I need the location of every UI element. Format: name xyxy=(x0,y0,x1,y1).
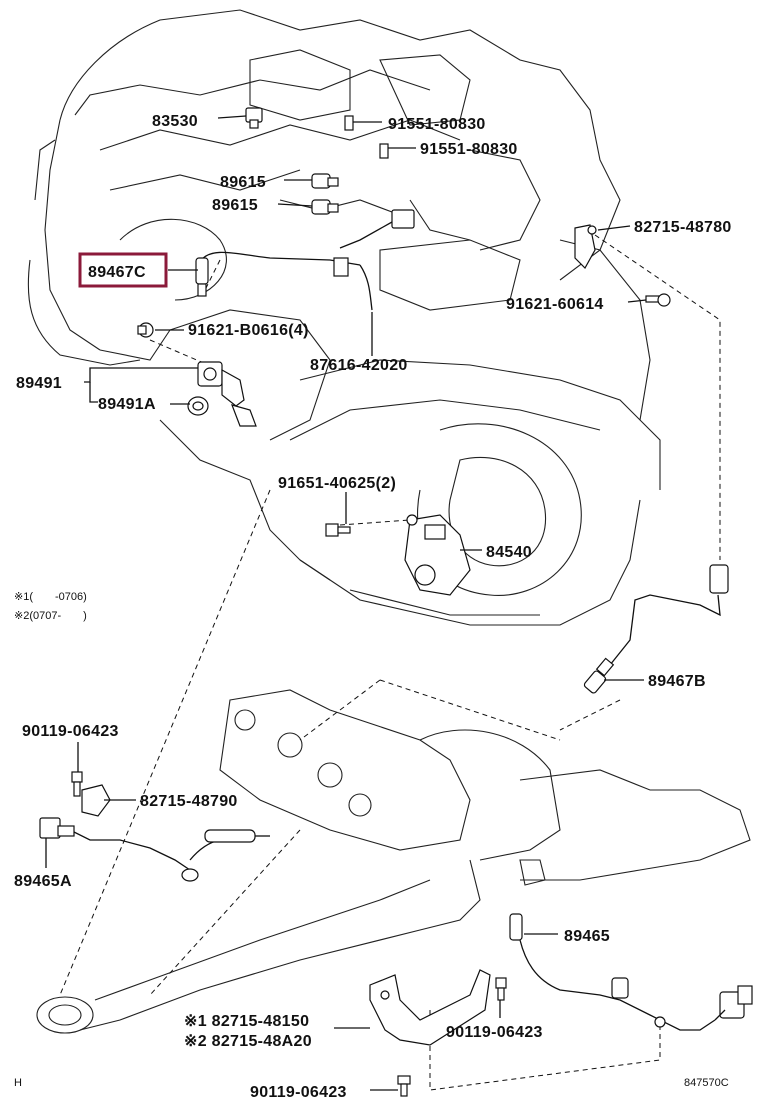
bracket-icon xyxy=(574,224,597,269)
oxygen-sensor-icon xyxy=(509,913,753,1031)
part-label-83530[interactable]: 83530 xyxy=(152,113,198,130)
part-label-91621-60614[interactable]: 91621-60614 xyxy=(506,296,604,313)
note-2: ※2(0707- ) xyxy=(14,610,87,622)
footer-left-mark: H xyxy=(14,1077,22,1089)
part-label-90119-06423-top[interactable]: 90119-06423 xyxy=(22,723,119,740)
dashed-leaders xyxy=(59,234,721,1091)
bolt-icon xyxy=(137,322,154,338)
part-labels: 83530 91551-80830 91551-80830 89615 8961… xyxy=(14,113,732,1101)
part-label-90119-06423-mid[interactable]: 90119-06423 xyxy=(446,1024,543,1041)
neutral-start-switch-icon xyxy=(404,514,471,596)
leader-lines xyxy=(45,115,647,1091)
notes: ※1( -0706) ※2(0707- ) xyxy=(14,591,87,622)
part-label-89615-a[interactable]: 89615 xyxy=(220,174,266,191)
oxygen-sensor-icon xyxy=(39,817,270,882)
highlight-box-89467C xyxy=(78,252,168,288)
part-label-82715-48790[interactable]: 82715-48790 xyxy=(140,793,238,810)
part-label-89465[interactable]: 89465 xyxy=(564,928,610,945)
part-label-84540[interactable]: 84540 xyxy=(486,544,532,561)
part-label-87616-42020[interactable]: 87616-42020 xyxy=(310,357,408,374)
part-label-91551-80830-b[interactable]: 91551-80830 xyxy=(420,141,518,158)
bolt-icon xyxy=(397,1075,411,1097)
exhaust-manifold-drawing xyxy=(36,689,751,1034)
part-label-91621-B0616[interactable]: 91621-B0616(4) xyxy=(188,322,309,339)
bracket-icon xyxy=(81,784,111,817)
part-label-91651-40625[interactable]: 91651-40625(2) xyxy=(278,475,396,492)
part-label-89615-b[interactable]: 89615 xyxy=(212,197,258,214)
bolt-icon xyxy=(71,771,83,797)
oxygen-sensor-icon xyxy=(583,564,729,694)
part-glyphs xyxy=(39,107,753,1097)
bolt-icon xyxy=(645,293,671,307)
connector-icon xyxy=(339,209,415,249)
engine-block-drawing xyxy=(27,9,661,626)
diagram-code: 847570C xyxy=(684,1077,729,1089)
part-label-90119-06423-bottom[interactable]: 90119-06423 xyxy=(250,1084,347,1101)
part-label-82715-48150[interactable]: ※1 82715-48150 xyxy=(184,1013,309,1030)
part-label-82715-48780[interactable]: 82715-48780 xyxy=(634,219,732,236)
oil-pressure-switch-icon xyxy=(245,107,263,129)
part-label-89465A[interactable]: 89465A xyxy=(14,873,72,890)
part-label-82715-48A20[interactable]: ※2 82715-48A20 xyxy=(184,1033,312,1050)
sensor-icon xyxy=(311,173,339,215)
gasket-and-sensor-icon xyxy=(187,361,257,427)
bolt-icon xyxy=(344,115,389,159)
part-label-89491A[interactable]: 89491A xyxy=(98,396,156,413)
note-1: ※1( -0706) xyxy=(14,591,87,603)
bracket-icon xyxy=(369,969,491,1046)
part-label-89491[interactable]: 89491 xyxy=(16,375,62,392)
footer: H 847570C xyxy=(14,1077,729,1089)
part-label-89467C[interactable]: 89467C xyxy=(88,264,146,281)
part-label-89467B[interactable]: 89467B xyxy=(648,673,706,690)
bolt-icon xyxy=(325,523,351,537)
part-label-91551-80830-a[interactable]: 91551-80830 xyxy=(388,116,486,133)
bolt-icon xyxy=(495,977,507,1001)
oxygen-sensor-icon xyxy=(195,251,373,311)
